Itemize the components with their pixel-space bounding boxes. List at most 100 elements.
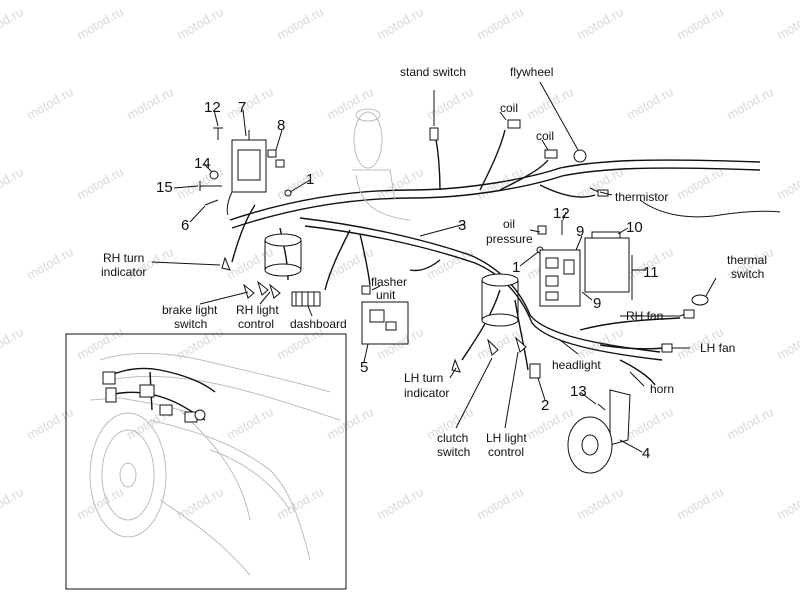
- label-dashboard: dashboard: [290, 317, 347, 331]
- callout-15: 15: [156, 179, 173, 196]
- screw-12-upper: [213, 127, 223, 140]
- watermark-text: motod.ru: [374, 4, 426, 43]
- label-flywheel: flywheel: [510, 65, 553, 79]
- callout-5: 5: [360, 359, 368, 376]
- watermark-text: motod.ru: [374, 484, 426, 523]
- flywheel-sensor: [573, 149, 587, 163]
- watermark-text: motod.ru: [774, 324, 800, 363]
- flasher-unit-5: [361, 301, 409, 345]
- callout-3: 3: [458, 217, 466, 234]
- washer-14: [209, 170, 219, 180]
- callout-9-upper: 9: [576, 223, 584, 240]
- coil-connector-1: [507, 119, 521, 129]
- watermark-text: motod.ru: [574, 484, 626, 523]
- inset-frame: [65, 333, 347, 590]
- watermark-text: motod.ru: [74, 324, 126, 363]
- inset-harness-highlight: [102, 367, 216, 423]
- label-rh-light-line2: control: [238, 317, 274, 331]
- callout-9-lower: 9: [593, 295, 601, 312]
- watermark-text: motod.ru: [0, 164, 26, 203]
- callout-6: 6: [181, 217, 189, 234]
- rh-switch-assembly: [221, 233, 302, 299]
- watermark-text: motod.ru: [24, 404, 76, 443]
- callout-14: 14: [194, 155, 211, 172]
- watermark-text: motod.ru: [224, 244, 276, 283]
- watermark-text: motod.ru: [774, 164, 800, 203]
- watermark-text: motod.ru: [174, 484, 226, 523]
- watermark-text: motod.ru: [174, 4, 226, 43]
- engine-ghost: [352, 108, 411, 221]
- callout-11: 11: [643, 264, 659, 281]
- watermark-text: motod.ru: [0, 484, 26, 523]
- fastener-1-upper: [284, 189, 292, 197]
- callout-7: 7: [238, 99, 246, 116]
- label-rh-turn-line1: RH turn: [103, 251, 144, 265]
- rh-fan-connector: [683, 309, 695, 319]
- watermark-text: motod.ru: [274, 164, 326, 203]
- watermark-text: motod.ru: [74, 4, 126, 43]
- leader-lines: [151, 81, 717, 453]
- label-lh-turn-line2: indicator: [404, 386, 449, 400]
- label-clutch-switch-line1: clutch: [437, 431, 468, 445]
- watermark-text: motod.ru: [474, 484, 526, 523]
- screw-15: [199, 181, 222, 191]
- watermark-text: motod.ru: [224, 84, 276, 123]
- callout-8: 8: [277, 117, 285, 134]
- label-rh-light-line1: RH light: [236, 303, 279, 317]
- watermark-text: motod.ru: [524, 404, 576, 443]
- part-number-callouts: 12 7 8 14 15 6 1 3 12 9 10 1 11 9 5 13 2…: [156, 99, 659, 462]
- label-lh-light-line2: control: [488, 445, 524, 459]
- label-oil-pressure-line1: oil: [503, 217, 515, 231]
- callout-1-lower: 1: [512, 259, 520, 276]
- label-thermal-switch-line1: thermal: [727, 253, 767, 267]
- watermark-text: motod.ru: [724, 404, 776, 443]
- label-brake-switch-line1: brake light: [162, 303, 218, 317]
- inset-motorcycle-view: [65, 333, 347, 590]
- label-flasher-line1: flasher: [371, 275, 407, 289]
- label-lh-fan: LH fan: [700, 341, 735, 355]
- watermark-text: motod.ru: [124, 84, 176, 123]
- voltage-regulator-unit: [226, 130, 267, 216]
- label-lh-turn-line1: LH turn: [404, 371, 443, 385]
- callout-4: 4: [642, 445, 650, 462]
- watermark-text: motod.ru: [24, 84, 76, 123]
- label-lh-light-line1: LH light: [486, 431, 527, 445]
- watermark-text: motod.ru: [74, 164, 126, 203]
- callout-12-lower: 12: [553, 205, 570, 222]
- inset-motorcycle-sketch: [89, 352, 341, 576]
- watermark-text: motod.ru: [774, 4, 800, 43]
- oil-pressure-sensor: [537, 225, 547, 235]
- watermark-text: motod.ru: [0, 4, 26, 43]
- label-thermistor: thermistor: [615, 190, 668, 204]
- watermark-text: motod.ru: [324, 404, 376, 443]
- label-clutch-switch-line2: switch: [437, 445, 470, 459]
- label-headlight: headlight: [552, 358, 601, 372]
- watermark-text: motod.ru: [424, 84, 476, 123]
- label-flasher-line2: unit: [376, 288, 396, 302]
- watermark-text: motod.ru: [324, 84, 376, 123]
- coil-connector-2: [544, 149, 558, 159]
- callout-10: 10: [626, 219, 643, 236]
- watermark-text: motod.ru: [674, 4, 726, 43]
- watermark-text: motod.ru: [674, 484, 726, 523]
- label-rh-turn-line2: indicator: [101, 265, 146, 279]
- watermark-text: motod.ru: [374, 324, 426, 363]
- watermark-text: motod.ru: [624, 84, 676, 123]
- label-oil-pressure-line2: pressure: [486, 232, 533, 246]
- lh-fan-connector: [661, 343, 673, 353]
- label-coil-2: coil: [536, 129, 554, 143]
- lh-switch-assembly: [451, 273, 527, 373]
- label-brake-switch-line2: switch: [174, 317, 207, 331]
- watermark-text: motod.ru: [224, 404, 276, 443]
- relay-2: [529, 363, 541, 379]
- label-coil-1: coil: [500, 101, 518, 115]
- label-thermal-switch-line2: switch: [731, 267, 764, 281]
- watermark-text: motod.ru: [624, 404, 676, 443]
- stand-switch-connector: [429, 127, 439, 141]
- callout-12-upper: 12: [204, 99, 221, 116]
- label-rh-fan: RH fan: [626, 309, 663, 323]
- horn-assembly-4: [567, 389, 631, 474]
- watermark-text: motod.ru: [274, 484, 326, 523]
